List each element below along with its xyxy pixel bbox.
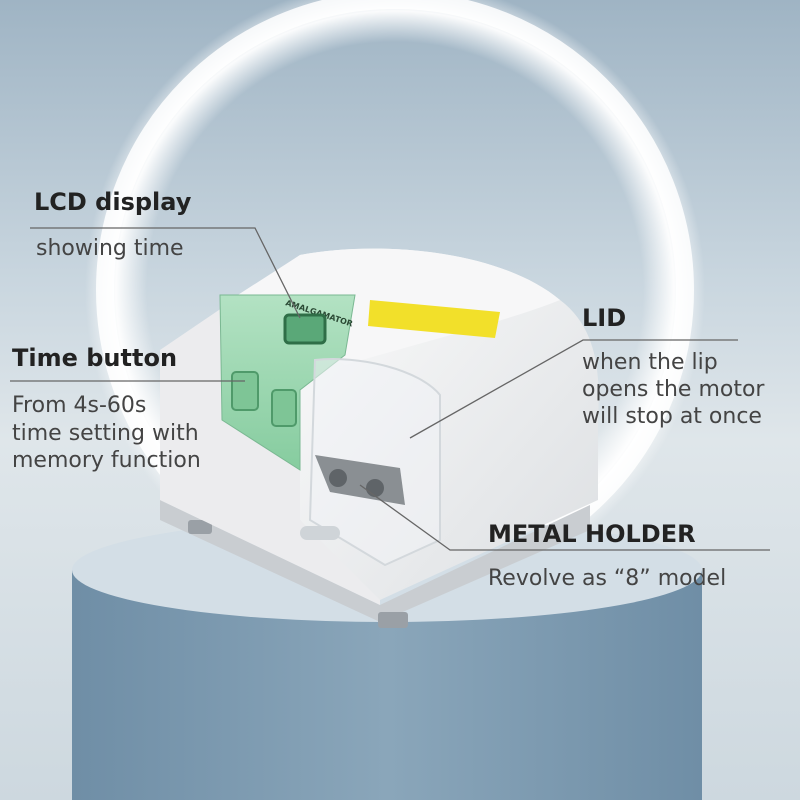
lcd-screen: [283, 313, 327, 345]
warning-sticker: [368, 300, 500, 338]
lid-leader-line: [409, 339, 738, 439]
lid-callout-line3: will stop at once: [582, 404, 762, 429]
time-button-callout-line1: From 4s-60s: [12, 393, 147, 418]
lcd-leader-line: [30, 227, 301, 319]
time-button-left[interactable]: [231, 371, 259, 411]
lid-callout-line2: opens the motor: [582, 377, 765, 402]
time-button-callout-line3: memory function: [12, 448, 201, 473]
device-foot-left: [188, 520, 212, 534]
time-button-right[interactable]: [271, 389, 297, 427]
metal-holder-leader-line: [359, 484, 770, 551]
device-base: [160, 500, 590, 622]
lid-callout-line1: when the lip: [582, 350, 718, 375]
time-button-callout-line2: time setting with: [12, 421, 199, 446]
lcd-callout-desc: showing time: [36, 236, 184, 261]
lcd-callout-title: LCD display: [34, 188, 192, 216]
lid-callout-title: LID: [582, 304, 627, 332]
lid-handle[interactable]: [300, 526, 340, 540]
time-button-callout-title: Time button: [12, 344, 178, 372]
lid: [308, 358, 441, 567]
metal-holder-callout-title: METAL HOLDER: [488, 520, 696, 548]
metal-holder-callout-desc: Revolve as “8” model: [488, 566, 727, 591]
metal-holder-arm-2: [366, 479, 384, 497]
metal-holder-arm: [329, 469, 347, 487]
device-foot-right: [378, 612, 408, 628]
